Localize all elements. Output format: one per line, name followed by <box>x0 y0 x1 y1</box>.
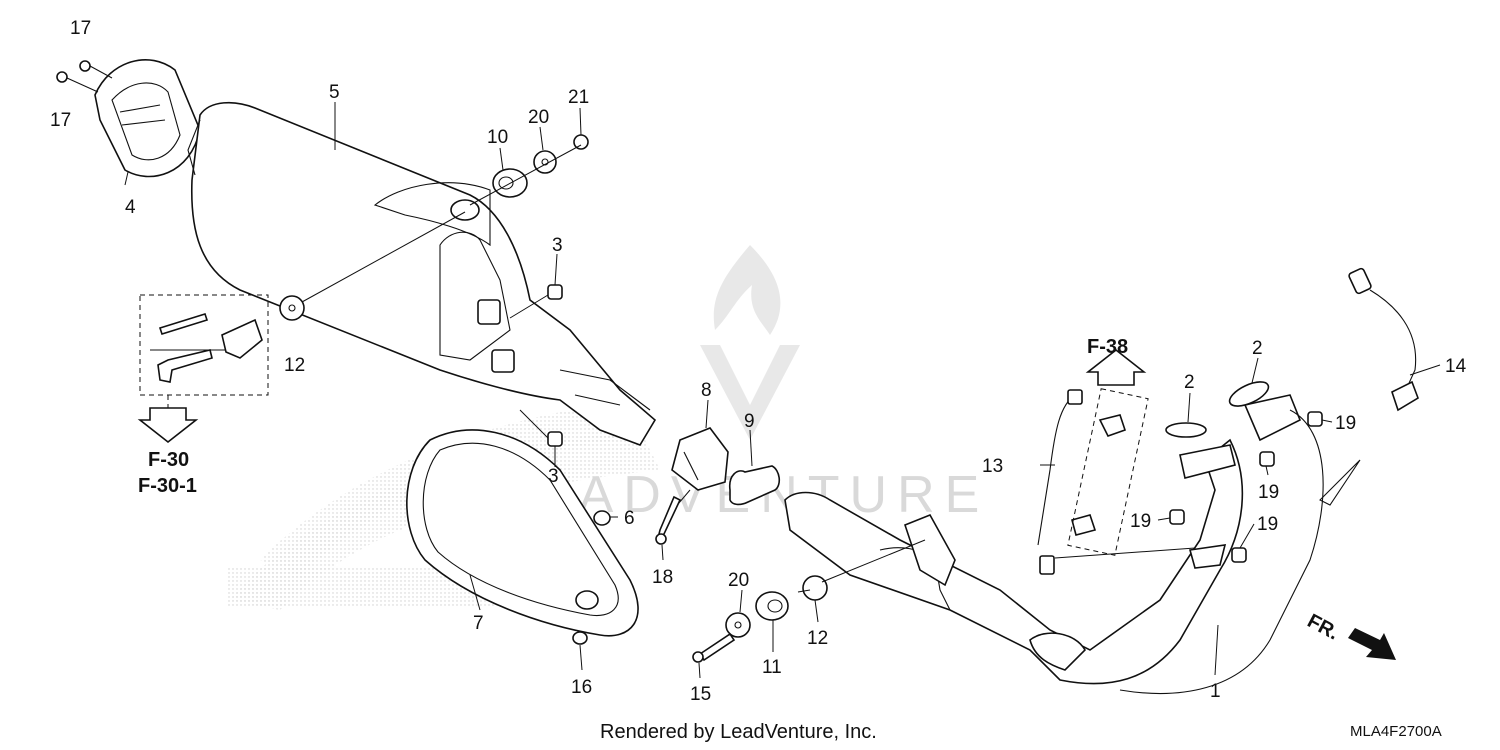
gasket-2-left[interactable] <box>1165 422 1207 438</box>
o2-sensor-14[interactable] <box>1348 267 1419 412</box>
callout-18: 18 <box>652 567 673 588</box>
ref-f30-1[interactable]: F-30-1 <box>138 475 197 497</box>
callout-labels: 17 17 4 5 10 20 21 3 3 12 6 7 8 9 16 18 … <box>50 18 1467 705</box>
gasket-2-right[interactable] <box>1226 377 1272 411</box>
bolt-18[interactable] <box>655 495 682 545</box>
nut-19-d[interactable] <box>1231 547 1247 563</box>
callout-10: 10 <box>487 127 508 148</box>
callout-19-d: 19 <box>1257 514 1278 535</box>
ref-f38[interactable]: F-38 <box>1087 336 1128 358</box>
footer-credit: Rendered by LeadVenture, Inc. <box>600 721 877 743</box>
exhaust-pipe[interactable] <box>784 394 1361 695</box>
washer-20-lower[interactable] <box>725 612 751 638</box>
callout-12-right: 12 <box>807 628 828 649</box>
callout-16: 16 <box>571 677 592 698</box>
callout-4: 4 <box>125 197 136 218</box>
leader-lines <box>124 102 1441 679</box>
mounting-bolt[interactable] <box>158 313 209 335</box>
collar-3-upper[interactable] <box>547 284 563 300</box>
front-direction-arrow <box>1348 628 1396 660</box>
callout-5: 5 <box>329 82 340 103</box>
callout-9: 9 <box>744 411 755 432</box>
screw-17-lower[interactable] <box>56 71 68 83</box>
diagram-code: MLA4F2700A <box>1350 723 1442 740</box>
rubber-mount-11[interactable] <box>755 591 789 621</box>
sensor-clamp-lower[interactable] <box>1071 514 1097 536</box>
joint-gasket-9[interactable] <box>728 465 781 506</box>
bolt-15[interactable] <box>692 632 736 663</box>
mounting-kit-box <box>139 294 269 396</box>
nut-21[interactable] <box>573 134 589 150</box>
joint-gasket-8[interactable] <box>671 427 729 491</box>
callout-8: 8 <box>701 380 712 401</box>
sensor-clamp-upper[interactable] <box>1098 414 1127 437</box>
o2-sensor-13[interactable] <box>1037 389 1083 575</box>
nut-16[interactable] <box>572 631 588 645</box>
callout-20-lower: 20 <box>728 570 749 591</box>
callout-19-b: 19 <box>1258 482 1279 503</box>
callout-11: 11 <box>762 657 782 678</box>
ref-arrow-down <box>137 407 199 444</box>
callout-13: 13 <box>982 456 1003 477</box>
callout-12-left: 12 <box>284 355 305 376</box>
callout-20-upper: 20 <box>528 107 549 128</box>
callout-15: 15 <box>690 684 711 705</box>
callout-1: 1 <box>1210 681 1221 702</box>
clamp-kit-box <box>1067 388 1149 556</box>
callout-17-lower: 17 <box>50 110 71 131</box>
mounting-pin[interactable] <box>157 349 213 383</box>
nut-19-c[interactable] <box>1169 509 1185 525</box>
muffler-end-cap[interactable] <box>94 59 201 178</box>
muffler-heat-shield[interactable] <box>406 429 639 637</box>
callout-19-a: 19 <box>1335 413 1356 434</box>
ref-arrow-up <box>1085 348 1147 386</box>
collar-3-lower[interactable] <box>547 431 563 447</box>
muffler-body[interactable] <box>187 101 657 446</box>
callout-2-left: 2 <box>1184 372 1195 393</box>
callout-2-right: 2 <box>1252 338 1263 359</box>
front-label: FR. <box>1304 610 1343 645</box>
ref-f30[interactable]: F-30 <box>148 449 189 471</box>
callout-19-c: 19 <box>1130 511 1151 532</box>
screw-17-upper[interactable] <box>79 60 91 72</box>
nut-19-a[interactable] <box>1307 411 1323 427</box>
washer-12-left[interactable] <box>279 295 305 321</box>
mounting-bracket[interactable] <box>221 318 263 359</box>
callout-14: 14 <box>1445 356 1467 377</box>
leadventure-flame-logo <box>700 245 800 440</box>
callout-6: 6 <box>624 508 635 529</box>
callout-21: 21 <box>568 87 589 108</box>
callout-7: 7 <box>473 613 484 634</box>
callout-3-upper: 3 <box>552 235 563 256</box>
washer-12-right[interactable] <box>797 575 828 601</box>
washer-20-upper[interactable] <box>533 150 557 174</box>
callout-17-upper: 17 <box>70 18 91 39</box>
callout-3-lower: 3 <box>548 466 559 487</box>
collar-6[interactable] <box>593 510 611 526</box>
nut-19-b[interactable] <box>1259 451 1275 467</box>
